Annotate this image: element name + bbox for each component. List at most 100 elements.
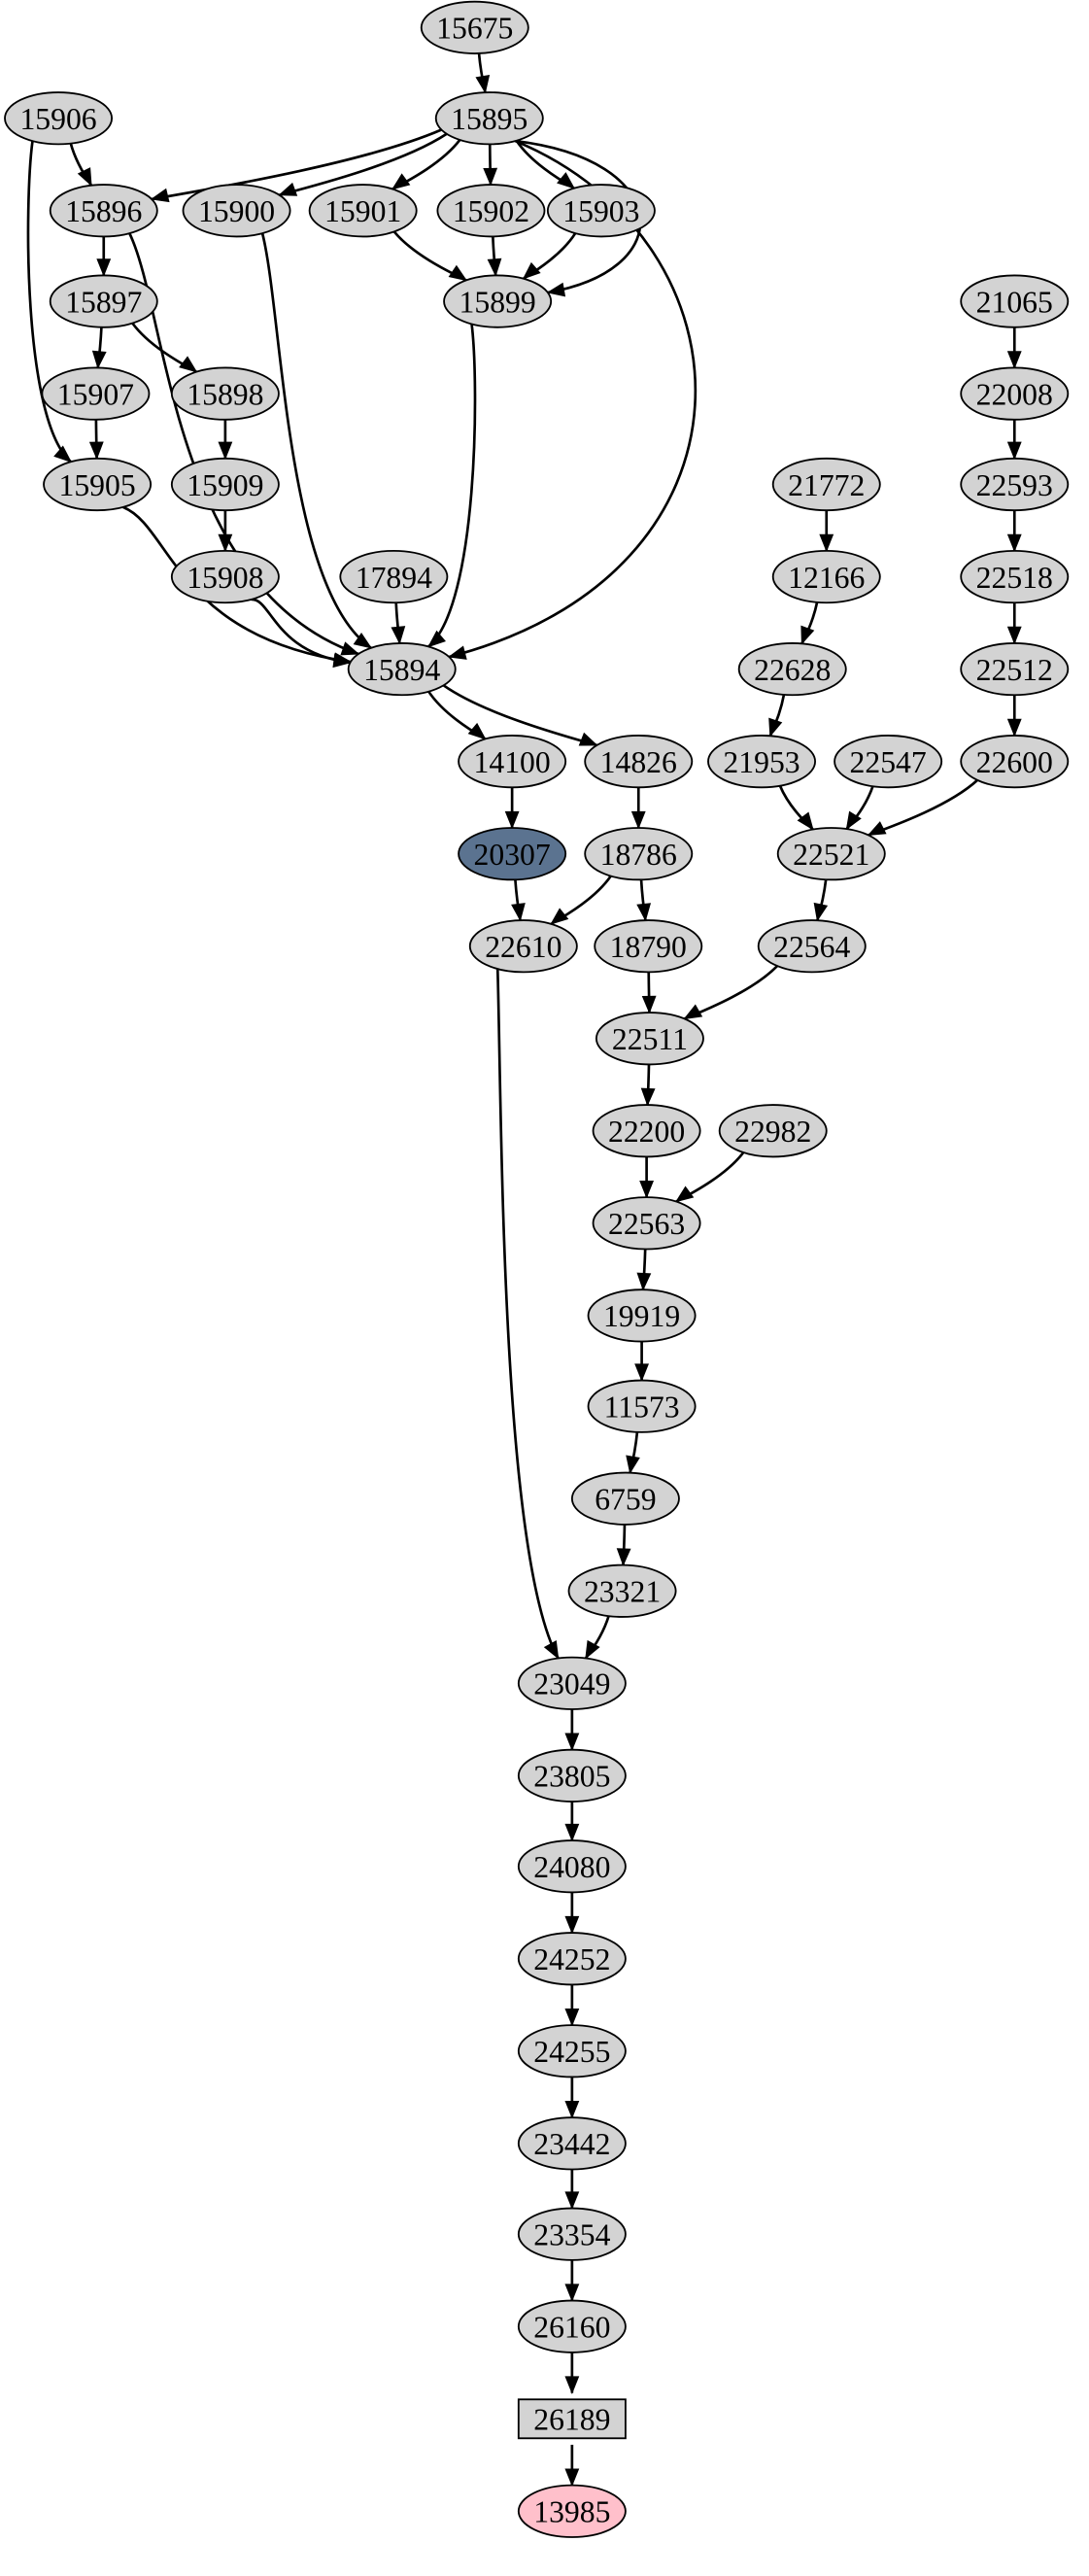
graph-node-22512[interactable]: 22512 xyxy=(960,641,1070,697)
node-ellipse[interactable] xyxy=(170,549,280,604)
graph-node-15899[interactable]: 15899 xyxy=(443,274,553,328)
graph-node-15908[interactable]: 15908 xyxy=(170,549,280,604)
node-ellipse[interactable] xyxy=(458,827,567,881)
node-ellipse[interactable] xyxy=(517,1748,627,1803)
node-ellipse[interactable] xyxy=(468,919,578,974)
graph-node-18790[interactable]: 18790 xyxy=(594,919,703,974)
node-ellipse[interactable] xyxy=(776,827,886,881)
graph-node-22563[interactable]: 22563 xyxy=(592,1196,701,1251)
graph-node-15907[interactable]: 15907 xyxy=(41,366,151,421)
graph-node-15898[interactable]: 15898 xyxy=(170,366,280,421)
graph-node-14100[interactable]: 14100 xyxy=(458,735,567,789)
node-ellipse[interactable] xyxy=(517,2024,627,2078)
graph-node-22008[interactable]: 22008 xyxy=(960,366,1070,421)
graph-node-14826[interactable]: 14826 xyxy=(584,735,694,789)
node-ellipse[interactable] xyxy=(960,641,1070,697)
node-ellipse[interactable] xyxy=(517,2116,627,2171)
graph-node-15894[interactable]: 15894 xyxy=(347,641,457,697)
node-ellipse[interactable] xyxy=(339,549,449,604)
graph-node-11573[interactable]: 11573 xyxy=(587,1379,697,1433)
node-rect[interactable] xyxy=(517,2398,627,2440)
graph-node-24252[interactable]: 24252 xyxy=(517,1932,627,1986)
node-ellipse[interactable] xyxy=(546,184,656,238)
graph-node-15906[interactable]: 15906 xyxy=(4,91,114,146)
node-ellipse[interactable] xyxy=(182,184,291,238)
graph-node-22982[interactable]: 22982 xyxy=(718,1104,828,1158)
node-ellipse[interactable] xyxy=(594,919,703,974)
node-ellipse[interactable] xyxy=(595,1012,704,1066)
node-ellipse[interactable] xyxy=(517,2484,627,2538)
graph-node-15900[interactable]: 15900 xyxy=(182,184,291,238)
node-ellipse[interactable] xyxy=(49,184,158,238)
graph-node-24255[interactable]: 24255 xyxy=(517,2024,627,2078)
node-ellipse[interactable] xyxy=(757,919,867,974)
graph-node-17894[interactable]: 17894 xyxy=(339,549,449,604)
node-ellipse[interactable] xyxy=(517,1656,627,1710)
graph-node-23049[interactable]: 23049 xyxy=(517,1656,627,1710)
node-ellipse[interactable] xyxy=(584,735,694,789)
graph-node-15902[interactable]: 15902 xyxy=(436,184,546,238)
node-ellipse[interactable] xyxy=(170,457,280,512)
graph-node-6759[interactable]: 6759 xyxy=(570,1471,680,1526)
node-ellipse[interactable] xyxy=(771,549,881,604)
node-ellipse[interactable] xyxy=(567,1563,677,1618)
node-ellipse[interactable] xyxy=(718,1104,828,1158)
node-ellipse[interactable] xyxy=(443,274,553,328)
node-ellipse[interactable] xyxy=(434,91,544,146)
node-ellipse[interactable] xyxy=(517,2207,627,2261)
node-ellipse[interactable] xyxy=(347,641,457,697)
node-ellipse[interactable] xyxy=(960,735,1070,789)
graph-node-20307[interactable]: 20307 xyxy=(458,827,567,881)
graph-node-13985[interactable]: 13985 xyxy=(517,2484,627,2538)
graph-node-21065[interactable]: 21065 xyxy=(960,274,1070,328)
node-ellipse[interactable] xyxy=(592,1196,701,1251)
graph-node-18786[interactable]: 18786 xyxy=(584,827,694,881)
node-ellipse[interactable] xyxy=(41,366,151,421)
graph-node-15909[interactable]: 15909 xyxy=(170,457,280,512)
graph-node-12166[interactable]: 12166 xyxy=(771,549,881,604)
graph-node-22200[interactable]: 22200 xyxy=(592,1104,701,1158)
graph-node-26160[interactable]: 26160 xyxy=(517,2299,627,2353)
graph-node-23442[interactable]: 23442 xyxy=(517,2116,627,2171)
node-ellipse[interactable] xyxy=(43,457,153,512)
graph-node-15903[interactable]: 15903 xyxy=(546,184,656,238)
graph-node-22593[interactable]: 22593 xyxy=(960,457,1070,512)
graph-node-21772[interactable]: 21772 xyxy=(771,457,881,512)
node-ellipse[interactable] xyxy=(517,2299,627,2353)
node-ellipse[interactable] xyxy=(960,457,1070,512)
graph-node-24080[interactable]: 24080 xyxy=(517,1839,627,1894)
graph-node-22564[interactable]: 22564 xyxy=(757,919,867,974)
node-ellipse[interactable] xyxy=(4,91,114,146)
graph-node-22518[interactable]: 22518 xyxy=(960,549,1070,604)
node-ellipse[interactable] xyxy=(584,827,694,881)
node-ellipse[interactable] xyxy=(570,1471,680,1526)
graph-node-22628[interactable]: 22628 xyxy=(737,641,847,697)
node-ellipse[interactable] xyxy=(436,184,546,238)
graph-node-22511[interactable]: 22511 xyxy=(595,1012,704,1066)
node-ellipse[interactable] xyxy=(49,274,158,328)
graph-node-21953[interactable]: 21953 xyxy=(707,735,816,789)
graph-node-26189[interactable]: 26189 xyxy=(517,2398,627,2440)
node-ellipse[interactable] xyxy=(420,0,529,54)
graph-node-23321[interactable]: 23321 xyxy=(567,1563,677,1618)
graph-node-15675[interactable]: 15675 xyxy=(420,0,529,54)
node-ellipse[interactable] xyxy=(834,735,943,789)
graph-node-22547[interactable]: 22547 xyxy=(834,735,943,789)
node-ellipse[interactable] xyxy=(707,735,816,789)
node-ellipse[interactable] xyxy=(771,457,881,512)
graph-node-23805[interactable]: 23805 xyxy=(517,1748,627,1803)
node-ellipse[interactable] xyxy=(308,184,418,238)
node-ellipse[interactable] xyxy=(517,1839,627,1894)
graph-node-15897[interactable]: 15897 xyxy=(49,274,158,328)
graph-node-15905[interactable]: 15905 xyxy=(43,457,153,512)
node-ellipse[interactable] xyxy=(737,641,847,697)
graph-node-19919[interactable]: 19919 xyxy=(587,1288,697,1343)
node-ellipse[interactable] xyxy=(592,1104,701,1158)
graph-node-22610[interactable]: 22610 xyxy=(468,919,578,974)
graph-node-22600[interactable]: 22600 xyxy=(960,735,1070,789)
node-ellipse[interactable] xyxy=(587,1379,697,1433)
graph-node-22521[interactable]: 22521 xyxy=(776,827,886,881)
node-ellipse[interactable] xyxy=(587,1288,697,1343)
node-ellipse[interactable] xyxy=(458,735,567,789)
node-ellipse[interactable] xyxy=(960,549,1070,604)
